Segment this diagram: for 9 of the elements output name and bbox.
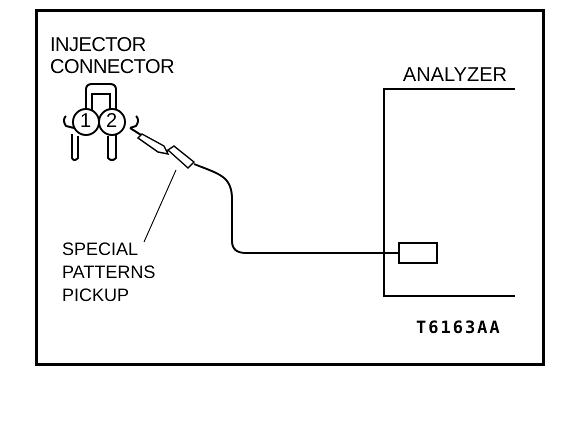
figure-code: T6163AA — [416, 317, 502, 340]
input-port — [398, 242, 438, 264]
probe-cable — [194, 163, 398, 254]
leader-line — [144, 170, 176, 242]
label-text: SPECIAL PATTERNS PICKUP — [62, 238, 156, 307]
label-text: ANALYZER — [402, 64, 507, 86]
label-text: INJECTOR CONNECTOR — [50, 34, 176, 78]
pin-number: 2 — [106, 110, 118, 132]
pin-number: 1 — [80, 110, 92, 132]
